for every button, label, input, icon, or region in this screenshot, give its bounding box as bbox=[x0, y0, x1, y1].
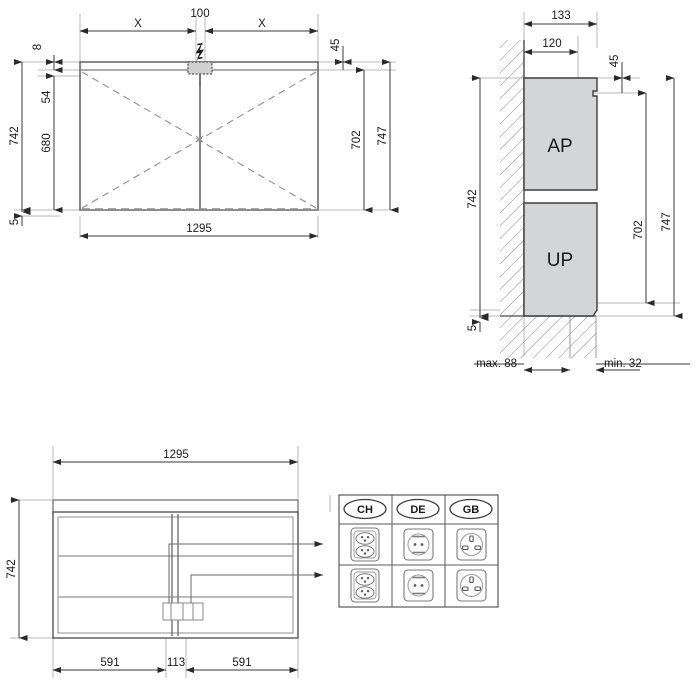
socket-variants-table: CH DE GB bbox=[338, 494, 499, 608]
side-dim-bottom bbox=[474, 363, 690, 373]
dim-left-inner: 680 bbox=[41, 133, 53, 152]
ap-box: AP bbox=[523, 77, 598, 191]
dim-side-left-bottom-small: 5 bbox=[467, 325, 479, 331]
dim-right-top-small: 45 bbox=[330, 39, 342, 52]
dim-side-bottom-right: min. 32 bbox=[604, 358, 642, 370]
de-socket-icon-r1 bbox=[403, 528, 434, 561]
dim-top-left-span: X bbox=[134, 18, 142, 30]
dim-right-outer: 747 bbox=[377, 126, 389, 145]
cable-outlet-box bbox=[187, 61, 213, 86]
dim-left-second: 54 bbox=[41, 90, 53, 103]
de-socket-icon-r2 bbox=[403, 569, 434, 602]
dim-side-top-inner: 120 bbox=[542, 38, 561, 50]
dim-side-right-outer: 747 bbox=[661, 212, 673, 231]
dim-side-left-total: 742 bbox=[467, 189, 479, 208]
dim-side-right-top-small: 45 bbox=[609, 55, 621, 68]
dim-interior-left-height: 742 bbox=[6, 559, 18, 578]
dim-interior-bottom-left: 591 bbox=[100, 657, 119, 669]
side-dim-top bbox=[523, 21, 597, 55]
socket-header-ch: CH bbox=[357, 504, 373, 516]
dim-interior-top-width: 1295 bbox=[163, 449, 189, 461]
socket-header-de: DE bbox=[410, 504, 425, 516]
dim-right-inner: 702 bbox=[351, 130, 363, 149]
side-dim-right bbox=[614, 62, 683, 319]
dim-interior-bottom-right: 591 bbox=[232, 657, 251, 669]
dim-left-outer: 742 bbox=[9, 126, 21, 145]
dim-left-top-small: 8 bbox=[32, 44, 44, 50]
dim-interior-bottom-center: 113 bbox=[167, 657, 185, 669]
socket-boxes-interior bbox=[162, 602, 204, 621]
ch-socket-icon-r1 bbox=[350, 527, 380, 562]
gb-socket-icon-r1 bbox=[456, 528, 487, 561]
interior-view: 1295 742 591 113 591 bbox=[6, 446, 331, 678]
wall-section bbox=[500, 40, 597, 358]
ch-socket-icon-r2 bbox=[350, 568, 380, 603]
cabinet-body-front bbox=[79, 61, 319, 211]
center-cross-marker bbox=[195, 135, 204, 143]
up-box: UP bbox=[523, 202, 598, 317]
socket-header-gb: GB bbox=[463, 504, 480, 516]
side-section-view: AP UP 133 120 742 5 45 702 bbox=[467, 10, 690, 373]
dim-top-center: 100 bbox=[190, 8, 209, 20]
front-elevation-view: X 100 X 742 680 8 54 5 45 702 747 bbox=[9, 8, 399, 239]
lightning-bolt-icon bbox=[195, 42, 204, 61]
leader-lines bbox=[168, 541, 323, 603]
dim-side-top-outer: 133 bbox=[551, 10, 570, 22]
dim-left-group bbox=[14, 55, 63, 226]
socket-table-header: CH DE GB bbox=[343, 498, 493, 520]
ap-label: AP bbox=[547, 136, 572, 157]
up-label: UP bbox=[547, 250, 573, 271]
dim-bottom-width-label: 1295 bbox=[186, 223, 212, 235]
dim-side-bottom-left: max. 88 bbox=[476, 358, 517, 370]
gb-socket-icon-r2 bbox=[456, 569, 487, 602]
dim-side-right-inner: 702 bbox=[633, 220, 645, 239]
dim-left-bottom-small: 5 bbox=[9, 219, 21, 225]
dim-right-group bbox=[335, 46, 399, 213]
dim-top-right-span: X bbox=[258, 18, 266, 30]
